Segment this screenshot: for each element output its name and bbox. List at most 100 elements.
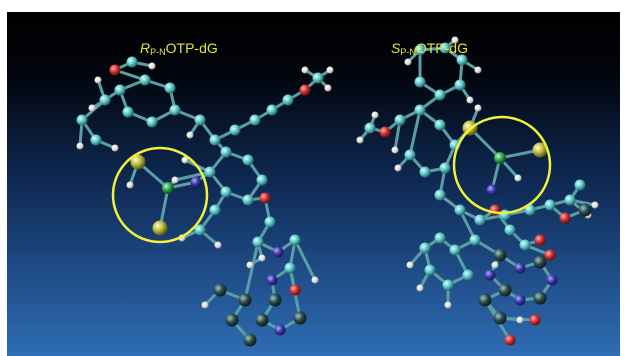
rp-molecule-dark-carbon-atom xyxy=(255,313,269,327)
sp-molecule-nitrogen-atom xyxy=(514,294,526,306)
rp-molecule-carbon-atom xyxy=(256,174,268,186)
rp-molecule-carbon-atom xyxy=(90,134,102,146)
rp-molecule-carbon-atom xyxy=(99,94,111,106)
rp-molecule-carbon-atom xyxy=(282,94,294,106)
sp-molecule-carbon-atom xyxy=(449,244,461,256)
sp-molecule-nitrogen-atom xyxy=(546,274,558,286)
rp-molecule-carbon-atom xyxy=(169,104,181,116)
sp-molecule-carbon-atom xyxy=(474,214,486,226)
rp-molecule-hydrogen-atom xyxy=(94,76,102,84)
sp-molecule-hydrogen-atom xyxy=(356,136,364,144)
sp-molecule-carbon-atom xyxy=(564,194,576,206)
sp-molecule-hydrogen-atom xyxy=(404,58,412,66)
highlight-circle-left xyxy=(111,146,209,244)
rp-molecule-carbon-atom xyxy=(126,56,138,68)
sp-molecule-hydrogen-atom xyxy=(371,111,379,119)
sp-molecule-carbon-atom xyxy=(544,199,556,211)
rp-molecule-hydrogen-atom xyxy=(171,176,179,184)
sp-molecule-carbon-atom xyxy=(519,239,531,251)
rp-molecule-hydrogen-atom xyxy=(148,62,156,70)
sp-molecule-oxygen-atom xyxy=(544,249,556,261)
sp-molecule-dark-carbon-atom xyxy=(533,291,547,305)
sp-molecule-carbon-atom xyxy=(414,76,426,88)
sp-molecule-hydrogen-atom xyxy=(466,96,474,104)
rp-molecule-carbon-atom xyxy=(164,82,176,94)
rp-molecule-carbon-atom xyxy=(122,106,134,118)
rp-molecule-oxygen-atom xyxy=(109,64,121,76)
rp-molecule-carbon-atom xyxy=(284,262,296,274)
sp-molecule-carbon-atom xyxy=(439,42,451,54)
rp-molecule-carbon-atom xyxy=(266,104,278,116)
rp-molecule-hydrogen-atom xyxy=(214,241,222,249)
sp-molecule-carbon-atom xyxy=(414,44,426,56)
sp-molecule-carbon-atom xyxy=(414,104,426,116)
rp-molecule-nitrogen-atom xyxy=(266,274,278,286)
rp-molecule-hydrogen-atom xyxy=(326,66,334,74)
rp-molecule-carbon-atom xyxy=(242,154,254,166)
sp-molecule-sulfur-atom xyxy=(532,142,548,158)
sp-molecule-hydrogen-atom xyxy=(451,36,459,44)
sp-molecule-carbon-atom xyxy=(419,242,431,254)
rp-molecule-hydrogen-atom xyxy=(186,131,194,139)
rp-molecule-sulfur-atom xyxy=(130,154,146,170)
sp-molecule-hydrogen-atom xyxy=(591,201,599,209)
sp-molecule-carbon-atom xyxy=(574,179,586,191)
rp-molecule-oxygen-atom xyxy=(259,192,271,204)
rp-molecule-hydrogen-atom xyxy=(181,156,189,164)
rp-molecule-dark-carbon-atom xyxy=(238,293,252,307)
sp-molecule-oxygen-atom xyxy=(559,212,571,224)
sp-molecule-dark-carbon-atom xyxy=(578,203,592,217)
atom-layer xyxy=(76,36,599,347)
sp-molecule-carbon-atom xyxy=(394,114,406,126)
sp-molecule-carbon-atom xyxy=(469,234,481,246)
sp-molecule-oxygen-atom xyxy=(504,334,516,346)
rp-molecule-hydrogen-atom xyxy=(324,84,332,92)
rp-molecule-carbon-atom xyxy=(209,134,221,146)
rp-molecule-hydrogen-atom xyxy=(258,254,266,262)
sp-molecule-carbon-atom xyxy=(434,189,446,201)
label-rp-notp-dg: RP-NOTP-dG xyxy=(140,40,218,57)
sp-molecule-carbon-atom xyxy=(442,279,454,291)
rp-molecule-carbon-atom xyxy=(220,146,232,158)
sp-molecule-carbon-atom xyxy=(504,224,516,236)
sp-molecule-oxygen-atom xyxy=(379,126,391,138)
rp-molecule-hydrogen-atom xyxy=(88,104,96,112)
rp-molecule-bond xyxy=(293,238,317,282)
sp-molecule-carbon-atom xyxy=(434,232,446,244)
sp-molecule-carbon-atom xyxy=(462,269,474,281)
sp-molecule-dark-carbon-atom xyxy=(493,311,507,325)
sp-molecule-carbon-atom xyxy=(454,79,466,91)
sp-molecule-hydrogen-atom xyxy=(394,164,402,172)
label-sp-notp-dg: SP-NOTP-dG xyxy=(391,40,468,57)
rp-molecule-carbon-atom xyxy=(76,114,88,126)
rp-molecule-nitrogen-atom xyxy=(190,176,202,188)
rp-molecule-dark-carbon-atom xyxy=(243,333,257,347)
sp-molecule-hydrogen-atom xyxy=(474,104,482,112)
rp-molecule-phosphorus-atom xyxy=(162,182,174,194)
rp-molecule-hydrogen-atom xyxy=(246,261,254,269)
rp-molecule-carbon-atom xyxy=(194,224,206,236)
rp-molecule-carbon-atom xyxy=(242,194,254,206)
sp-molecule-nitrogen-atom xyxy=(484,269,496,281)
sp-molecule-carbon-atom xyxy=(499,209,511,221)
sp-molecule-phosphorus-atom xyxy=(494,152,506,164)
rp-molecule-nitrogen-atom xyxy=(274,324,286,336)
rp-molecule-nitrogen-atom xyxy=(272,246,284,258)
sp-molecule-carbon-atom xyxy=(364,122,376,134)
sp-molecule-dark-carbon-atom xyxy=(533,255,547,269)
rp-molecule-hydrogen-atom xyxy=(301,66,309,74)
rp-molecule-carbon-atom xyxy=(204,166,216,178)
sp-molecule-dark-carbon-atom xyxy=(478,293,492,307)
rp-molecule-oxygen-atom xyxy=(299,84,311,96)
rp-molecule-hydrogen-atom xyxy=(76,142,84,150)
rp-molecule-carbon-atom xyxy=(220,186,232,198)
rp-molecule-carbon-atom xyxy=(249,114,261,126)
sp-molecule-hydrogen-atom xyxy=(516,316,524,324)
sp-molecule-oxygen-atom xyxy=(529,314,541,326)
sp-molecule-carbon-atom xyxy=(434,89,446,101)
sp-molecule-carbon-atom xyxy=(439,162,451,174)
sp-molecule-hydrogen-atom xyxy=(406,261,414,269)
rp-molecule-bond xyxy=(243,240,260,302)
rp-molecule-sulfur-atom xyxy=(152,220,168,236)
